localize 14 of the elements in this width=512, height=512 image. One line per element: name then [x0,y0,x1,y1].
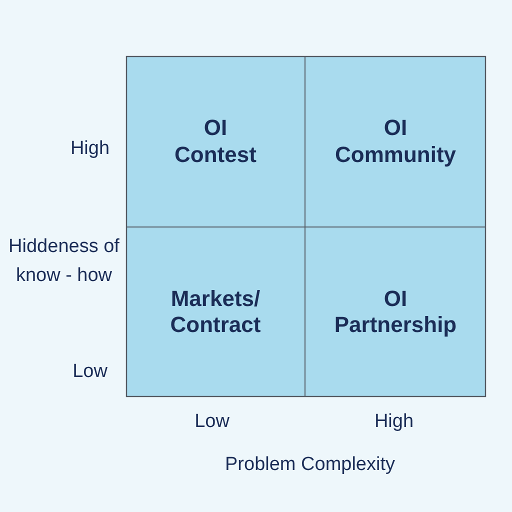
quadrant-cell [126,56,305,227]
quadrant-cell [126,227,305,397]
quadrant-label: Markets/ Contract [169,286,262,338]
quadrant-cell [305,227,486,397]
axis-tick-label: High [373,410,415,434]
axis-title: Hiddeness of know - how [8,235,120,288]
quadrant-label: OI Contest [174,115,258,168]
axis-title: Problem Complexity [224,453,396,477]
axis-tick-label: High [69,137,111,161]
quadrant-label: OI Partnership [333,286,458,338]
quadrant-label: OI Community [334,115,457,168]
axis-tick-label: Low [194,410,230,434]
quadrant-cell [305,56,486,227]
axis-tick-label: Low [72,360,108,384]
